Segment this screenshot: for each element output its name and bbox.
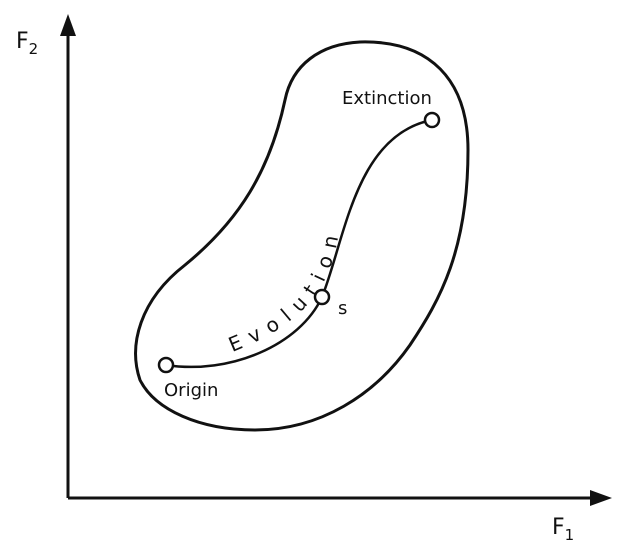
axes [66, 30, 598, 500]
region-boundary [134, 40, 470, 432]
x-axis-arrowhead [590, 490, 612, 506]
x-axis-label: F1 [552, 515, 574, 544]
extinction-label: Extinction [342, 88, 432, 109]
extinction-point [423, 111, 441, 129]
y-axis-label-subscript: 2 [29, 40, 39, 58]
s-label: s [338, 298, 347, 319]
s-point [313, 288, 331, 306]
y-axis-label: F2 [16, 29, 38, 58]
evolution-curve [165, 118, 433, 369]
x-axis-label-subscript: 1 [565, 526, 575, 544]
y-axis-arrowhead [60, 14, 76, 36]
origin-label: Origin [164, 380, 218, 401]
x-axis-label-base: F [552, 515, 565, 540]
y-axis-label-base: F [16, 29, 29, 54]
origin-point [157, 356, 175, 374]
